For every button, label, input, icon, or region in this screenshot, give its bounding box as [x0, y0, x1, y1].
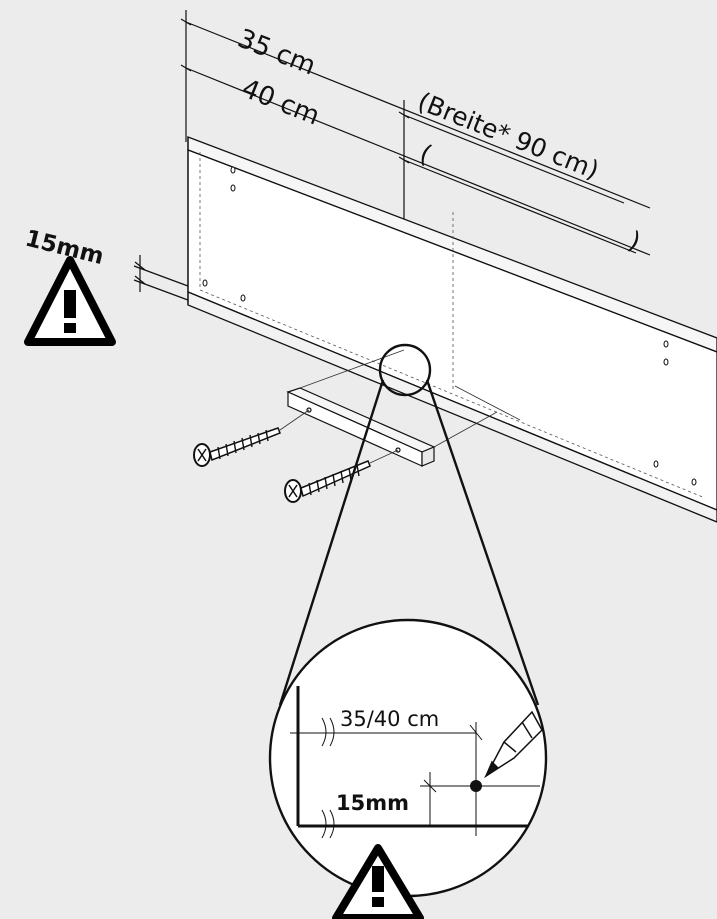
dimension-lines — [133, 10, 651, 365]
magnifier — [278, 343, 540, 706]
detail-drawing — [290, 686, 540, 839]
dim-40cm-label: 40 cm — [237, 74, 323, 132]
detail-measure-label: 35/40 cm — [340, 707, 439, 731]
warning-triangle-icon — [332, 844, 424, 919]
screw-icon — [193, 427, 281, 467]
dim-bracket-open: ( — [416, 139, 436, 170]
shelf-board — [187, 136, 717, 523]
pencil-icon — [483, 710, 543, 779]
board-holes — [202, 166, 697, 486]
dim-35cm-label: 35 cm — [233, 24, 319, 82]
detail-thickness-label: 15mm — [336, 791, 409, 815]
screw-icon — [284, 460, 371, 503]
guide-lines — [299, 349, 521, 448]
screw-guide-lines — [279, 409, 399, 464]
dim-breite-label: (Breite* 90 cm) — [414, 87, 603, 185]
board-hidden-lines — [199, 152, 706, 499]
mark-dot — [470, 780, 482, 792]
warning-triangle-icon — [24, 256, 116, 346]
wooden-batten — [286, 387, 436, 467]
